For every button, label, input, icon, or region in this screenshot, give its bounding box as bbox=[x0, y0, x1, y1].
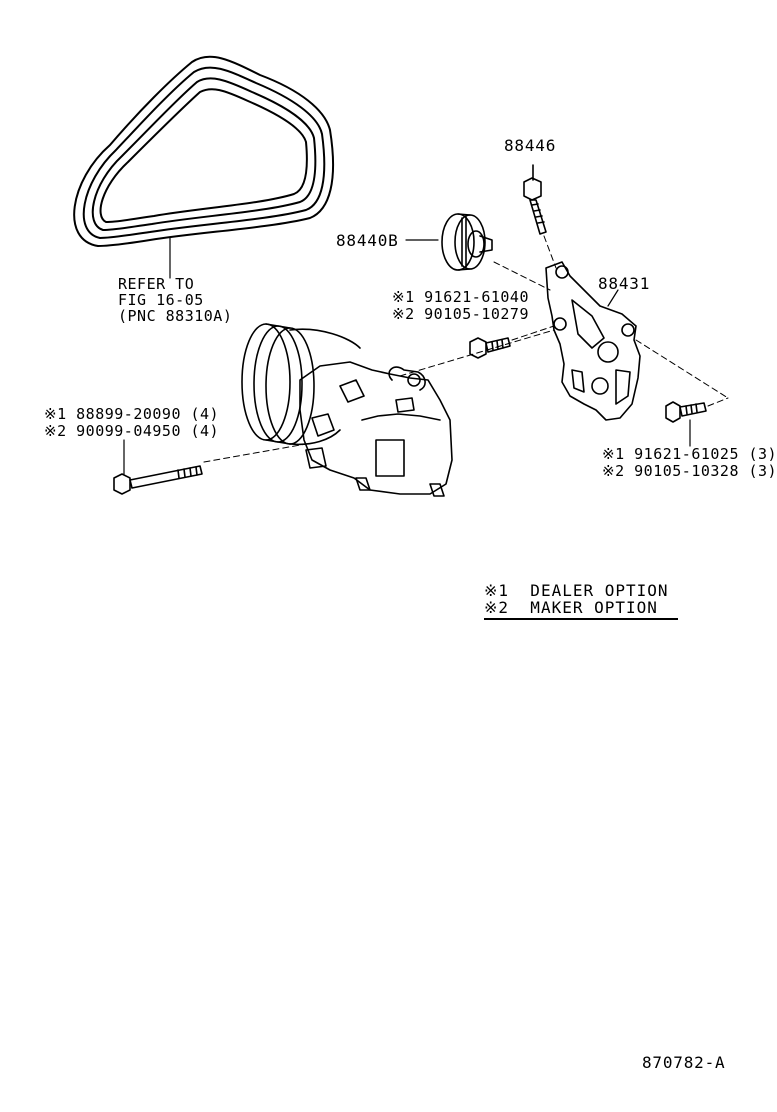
bolt-88446 bbox=[523, 164, 547, 235]
idler-axis bbox=[493, 261, 551, 291]
bolt-long-compressor bbox=[113, 465, 203, 495]
bolt-bracket-mount bbox=[665, 401, 707, 423]
belt-reference-line-3: (PNC 88310A) bbox=[118, 307, 233, 325]
bolt-88446-axis bbox=[543, 235, 557, 269]
bolt-idler-mount bbox=[469, 337, 511, 359]
idler-bolt-part-dealer: ※1 91621-61040 bbox=[392, 288, 529, 306]
bracket-leader-line bbox=[607, 289, 619, 307]
bracket-axis-right bbox=[635, 339, 729, 399]
bracket-bolt-part-dealer: ※1 91621-61025 (3) bbox=[602, 445, 777, 463]
idler-pulley-88440b bbox=[441, 213, 493, 271]
compressor-axis-upper bbox=[399, 329, 555, 377]
legend-maker-option: ※2 MAKER OPTION bbox=[484, 598, 658, 617]
exploded-view-drawing bbox=[73, 55, 729, 497]
ac-compressor bbox=[241, 323, 453, 497]
part-number-88431: 88431 bbox=[598, 274, 651, 293]
bracket-88431 bbox=[545, 261, 641, 421]
v-belt bbox=[73, 55, 335, 247]
belt-reference-line-2: FIG 16-05 bbox=[118, 291, 204, 309]
parts-diagram-page: REFER TO FIG 16-05 (PNC 88310A) 88446 88… bbox=[44, 55, 777, 1072]
idler-bolt-axis bbox=[511, 325, 555, 341]
part-number-88446: 88446 bbox=[504, 136, 557, 155]
bracket-bolt-axis bbox=[707, 397, 729, 407]
long-bolt-part-dealer: ※1 88899-20090 (4) bbox=[44, 405, 220, 423]
part-number-88440b: 88440B bbox=[336, 231, 399, 250]
option-legend: ※1 DEALER OPTION ※2 MAKER OPTION bbox=[484, 582, 678, 620]
long-bolt-part-maker: ※2 90099-04950 (4) bbox=[44, 422, 220, 440]
legend-dealer-option: ※1 DEALER OPTION bbox=[484, 581, 669, 600]
idler-bolt-part-maker: ※2 90105-10279 bbox=[392, 305, 529, 323]
belt-reference-line-1: REFER TO bbox=[118, 275, 195, 293]
bracket-bolt-part-maker: ※2 90105-10328 (3) bbox=[602, 462, 777, 480]
figure-id: 870782-A bbox=[642, 1053, 726, 1072]
compressor-axis-lower bbox=[203, 443, 307, 463]
